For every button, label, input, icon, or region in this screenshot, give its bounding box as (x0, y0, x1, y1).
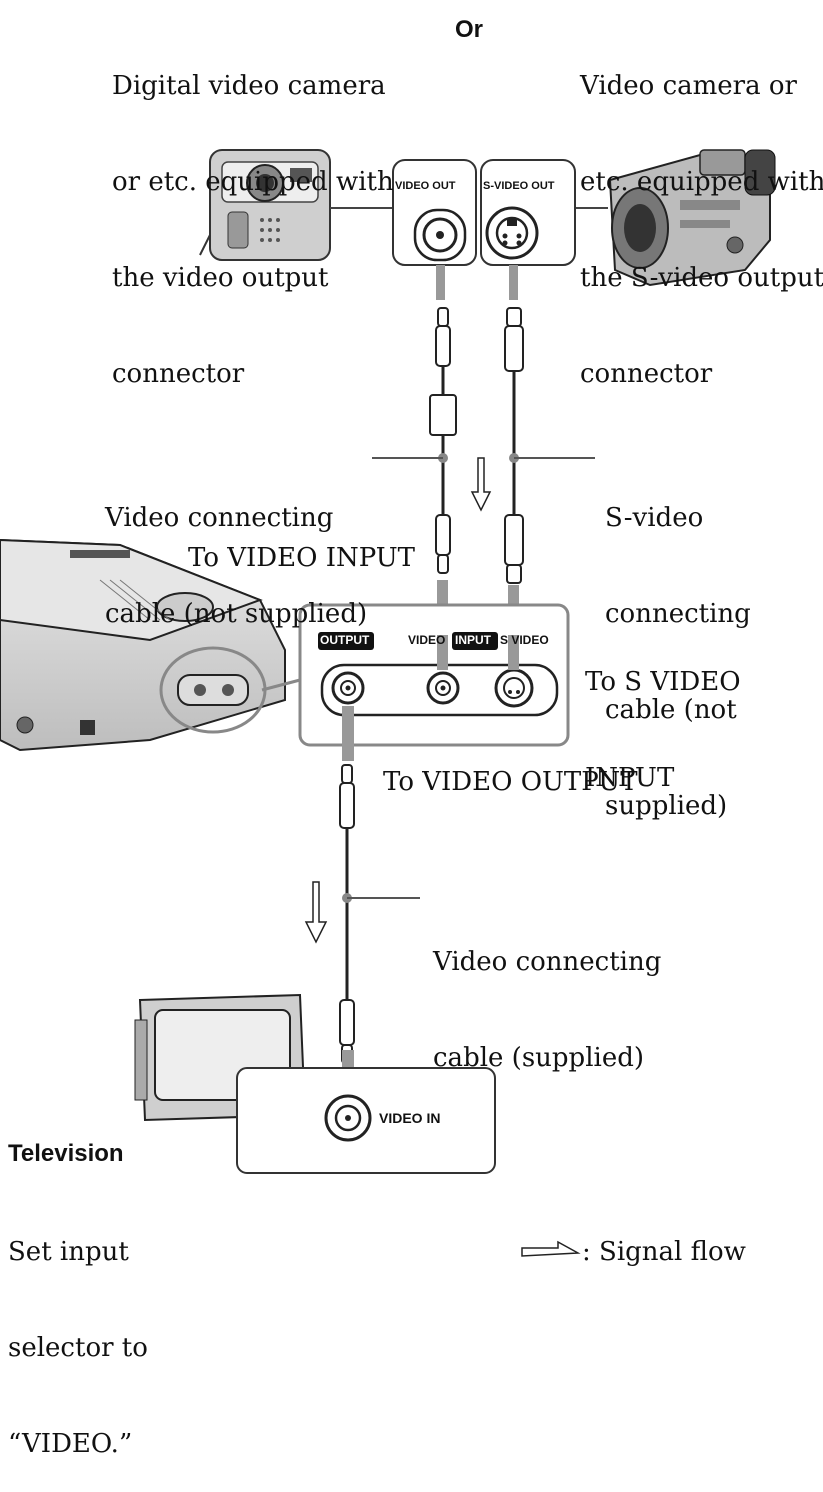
label-line: To S VIDEO (585, 667, 741, 697)
video-out-port-label: VIDEO OUT (395, 180, 456, 192)
signal-flow-arrow-icon (470, 457, 492, 512)
label-line: Video camera or (580, 71, 797, 101)
zoom-line (261, 678, 301, 692)
signal-flow-arrow-icon (304, 881, 328, 944)
label-line: “VIDEO.” (8, 1429, 133, 1459)
label-line: Digital video camera (112, 71, 386, 101)
video-cable-label: Video connecting cable (not supplied) (105, 438, 367, 662)
digital-camera-icon (199, 149, 331, 261)
connection-diagram (0, 149, 776, 1257)
television-instructions: Set input selector to “VIDEO.” (8, 1172, 148, 1492)
s-video-cable-label: S-video connecting cable (not supplied) (605, 438, 751, 854)
label-line: Video connecting (105, 503, 334, 533)
label-line: supplied) (605, 791, 728, 821)
legend-signal-flow-icon (521, 1240, 581, 1257)
s-video-out-port-label: S-VIDEO OUT (483, 180, 555, 192)
television-title: Television (8, 1140, 124, 1167)
label-line: Set input (8, 1237, 129, 1267)
label-line: Video connecting (433, 947, 662, 977)
video-cable-bottom (339, 764, 355, 1120)
or-label: Or (455, 16, 484, 43)
label-line: cable (supplied) (433, 1043, 644, 1073)
tv-input-panel (236, 1067, 496, 1174)
to-video-input-label: To VIDEO INPUT (188, 543, 416, 573)
port-panel (298, 603, 570, 747)
label-line: cable (not supplied) (105, 599, 368, 629)
video-printer-icon (0, 538, 286, 752)
camcorder-label: Video camera or etc. equipped with the S… (580, 6, 823, 422)
video-cable-supplied-label: Video connecting cable (supplied) (433, 882, 661, 1106)
signal-flow-legend: : Signal flow (582, 1237, 746, 1267)
label-line: or etc. equipped with (112, 167, 394, 197)
input-tag: INPUT (455, 633, 491, 647)
label-line: S-video (605, 503, 704, 533)
label-line: selector to (8, 1333, 148, 1363)
camcorder-icon (608, 149, 776, 287)
video-in-port-label: VIDEO IN (379, 1110, 441, 1126)
to-s-video-input-label: To S VIDEO INPUT (585, 602, 741, 826)
label-line: cable (not (605, 695, 737, 725)
digital-camera-label: Digital video camera or etc. equipped wi… (112, 6, 394, 422)
to-video-output-label: To VIDEO OUTPUT (383, 767, 638, 797)
label-line: etc. equipped with (580, 167, 823, 197)
label-line: connecting (605, 599, 751, 629)
label-line: the S-video output (580, 263, 823, 293)
s-video-out-panel (480, 159, 576, 266)
label-line: the video output (112, 263, 329, 293)
label-line: connector (580, 359, 713, 389)
label-line: INPUT (585, 763, 675, 793)
video-out-panel (392, 159, 477, 266)
label-line: connector (112, 359, 245, 389)
s-video-port-label: S VIDEO (500, 633, 549, 647)
output-tag: OUTPUT (320, 633, 370, 647)
s-video-cable-top (504, 265, 524, 635)
video-cable-top (429, 265, 457, 635)
video-port-label: VIDEO (408, 633, 446, 647)
